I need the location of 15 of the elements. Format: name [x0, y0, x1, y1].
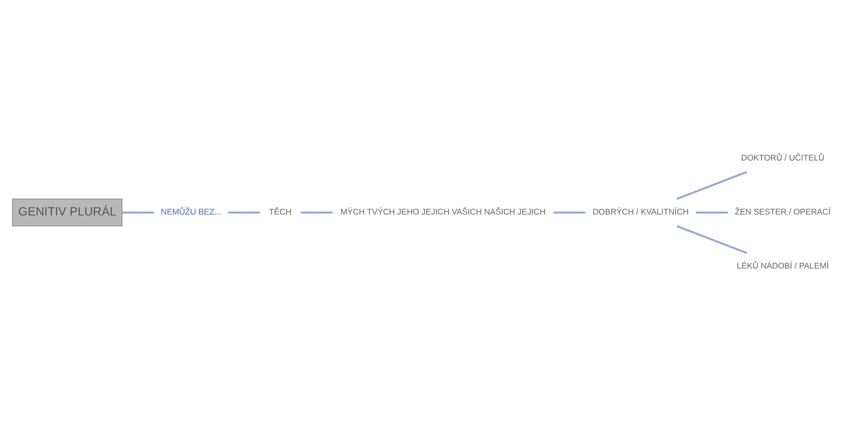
node-box: GENITIV PLURÁL: [12, 198, 122, 226]
connector: [696, 211, 728, 213]
connector: [676, 224, 748, 254]
connector: [300, 211, 333, 213]
node-text: TĚCH: [269, 207, 292, 216]
node-text: LÉKŮ NÁDOBÍ / PALEMÍ: [736, 261, 829, 270]
node-text: MÝCH TVÝCH JEHO JEJICH VAŠICH NAŠICH JEJICH: [340, 207, 546, 216]
connector: [676, 170, 748, 200]
node-text: ŽEN SESTER / OPERACÍ: [734, 207, 831, 216]
node-text: DOKTORŮ / UČITELŮ: [741, 153, 824, 162]
node-text: DOBRÝCH / KVALITNÍCH: [592, 207, 689, 216]
connector: [553, 211, 586, 213]
node-text: NEMŮŽU BEZ...: [160, 207, 222, 216]
connector: [228, 211, 260, 213]
connector: [122, 211, 154, 213]
